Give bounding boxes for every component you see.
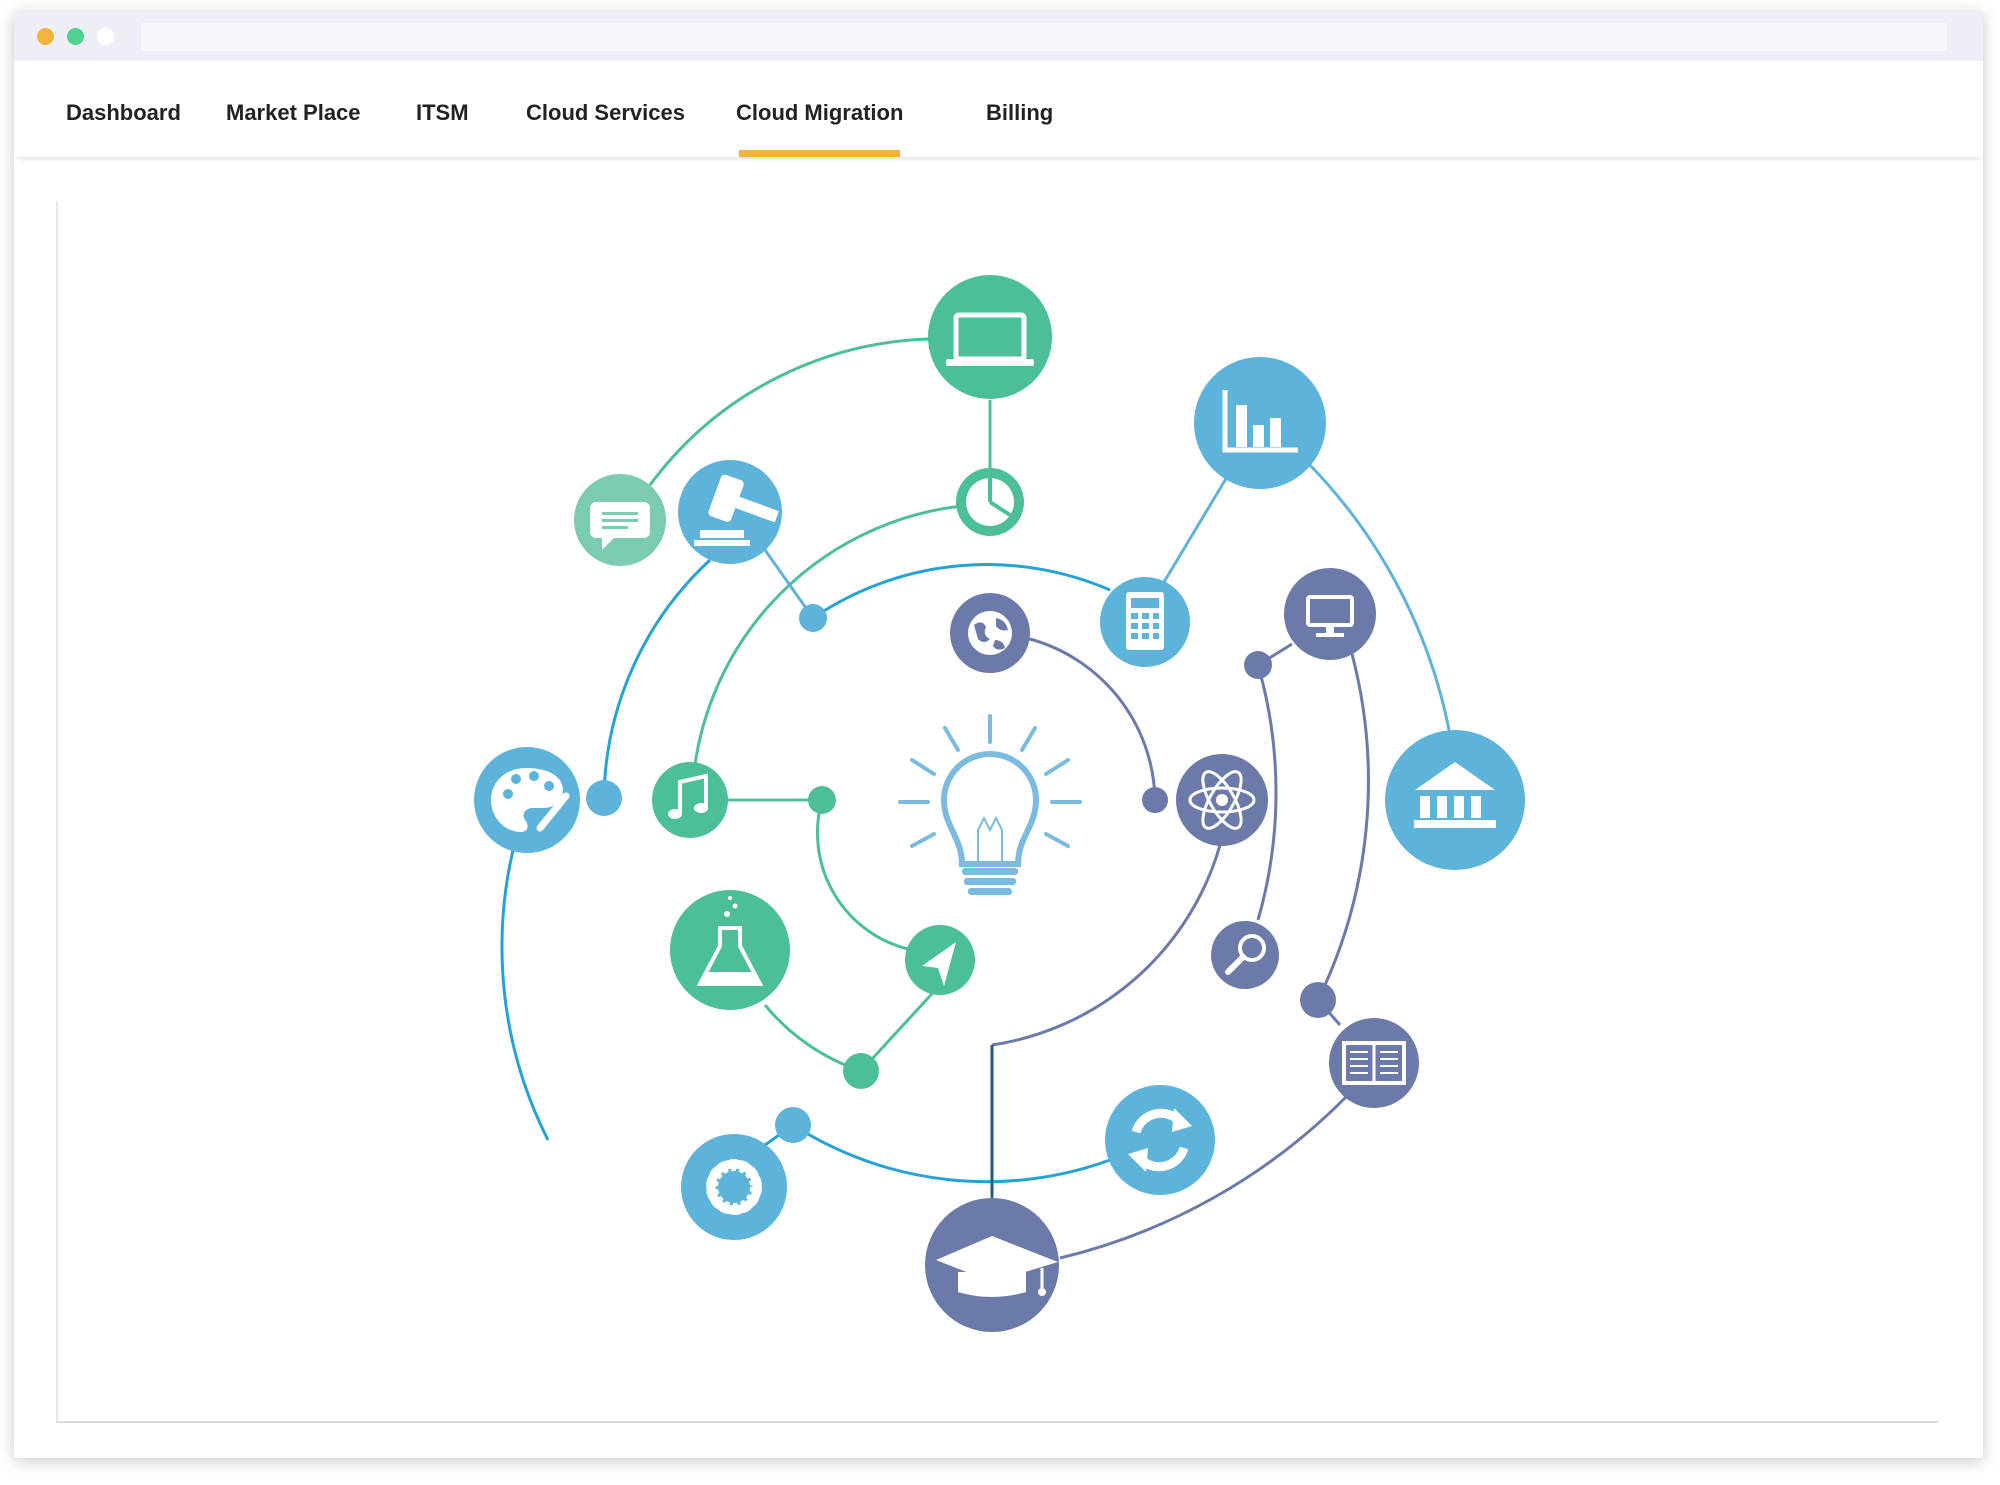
- refresh-icon[interactable]: [1105, 1085, 1215, 1195]
- music-icon[interactable]: [652, 762, 728, 838]
- address-bar[interactable]: [141, 23, 1947, 51]
- close-window-button[interactable]: [37, 28, 54, 45]
- main-nav: Dashboard Market Place ITSM Cloud Servic…: [14, 61, 1983, 157]
- chat-icon[interactable]: [574, 474, 666, 566]
- palette-icon[interactable]: [474, 747, 580, 853]
- bank-icon[interactable]: [1385, 730, 1525, 870]
- bar-chart-icon[interactable]: [1194, 357, 1326, 489]
- maximize-window-button[interactable]: [67, 28, 84, 45]
- title-bar: [14, 11, 1983, 61]
- monitor-icon[interactable]: [1284, 568, 1376, 660]
- tab-billing[interactable]: Billing: [986, 100, 1054, 125]
- lightbulb-icon: [898, 714, 1082, 895]
- magnifier-icon[interactable]: [1211, 921, 1279, 989]
- tab-cloud-services[interactable]: Cloud Services: [526, 100, 685, 125]
- atom-icon[interactable]: [1176, 754, 1268, 846]
- gear-icon[interactable]: [681, 1134, 787, 1240]
- tab-cloud-migration[interactable]: Cloud Migration: [736, 61, 903, 157]
- globe-icon[interactable]: [950, 593, 1030, 673]
- content-panel: [56, 201, 1938, 1423]
- minimize-window-button[interactable]: [97, 28, 114, 45]
- tab-dashboard[interactable]: Dashboard: [66, 100, 181, 125]
- gavel-icon[interactable]: [678, 460, 784, 564]
- laptop-icon[interactable]: [928, 275, 1052, 399]
- graduation-cap-icon[interactable]: [925, 1198, 1059, 1332]
- book-icon[interactable]: [1329, 1018, 1419, 1108]
- calculator-icon[interactable]: [1100, 577, 1190, 667]
- pie-chart-icon[interactable]: [956, 468, 1024, 536]
- tab-market-place[interactable]: Market Place: [226, 100, 361, 125]
- paper-plane-icon[interactable]: [905, 925, 975, 995]
- junction-dots: [586, 604, 1336, 1143]
- tab-itsm[interactable]: ITSM: [416, 100, 469, 125]
- flask-icon[interactable]: [670, 890, 790, 1010]
